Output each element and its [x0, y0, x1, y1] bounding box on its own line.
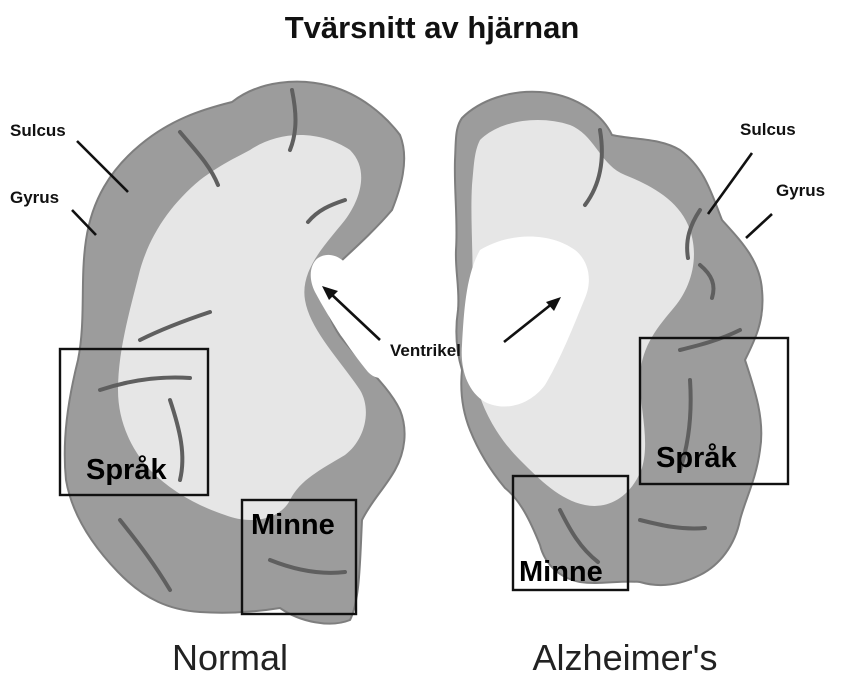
ventricle-label: Ventrikel: [390, 341, 461, 360]
normal-memory-region-label: Minne: [251, 509, 335, 541]
ad-sulcus-label: Sulcus: [740, 120, 796, 139]
normal-gyrus-label: Gyrus: [10, 188, 59, 207]
diagram-title: Tvärsnitt av hjärnan: [285, 10, 580, 45]
ad-gyrus-pointer: [746, 214, 772, 238]
normal-caption: Normal: [172, 637, 288, 675]
normal-sulcus-label: Sulcus: [10, 121, 66, 140]
ad-sulcus-pointer: [708, 153, 752, 214]
normal-language-region-label: Språk: [86, 454, 167, 486]
ad-memory-region-label: Minne: [519, 556, 603, 588]
normal-hemisphere: [65, 82, 405, 624]
ad-language-region-label: Språk: [656, 442, 737, 474]
ad-gyrus-label: Gyrus: [776, 181, 825, 200]
alzheimers-caption: Alzheimer's: [533, 637, 718, 675]
